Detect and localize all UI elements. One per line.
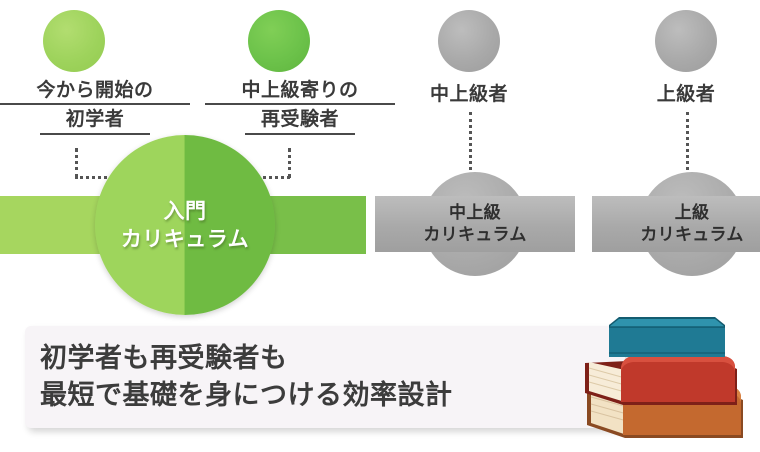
intro-curriculum-label: 入門 カリキュラム	[95, 135, 275, 315]
advanced-curriculum-node: 上級 カリキュラム	[592, 172, 760, 276]
persona-dot-upper-intermediate	[438, 10, 500, 72]
persona-dot-advanced	[655, 10, 717, 72]
upper-intermediate-curriculum-bar	[375, 196, 575, 252]
connector-retaker-vertical	[288, 148, 291, 178]
persona-label-upper-intermediate: 中上級者	[399, 82, 539, 106]
persona-label-beginner-line2: 初学者	[40, 107, 150, 135]
book-top	[609, 317, 725, 357]
persona-label-retaker-line2: 再受験者	[245, 107, 355, 135]
caption-panel	[25, 326, 625, 428]
persona-label-retaker-line1: 中上級寄りの	[205, 78, 395, 106]
persona-dot-retaker	[248, 10, 310, 72]
upper-intermediate-curriculum-line1: 中上級	[449, 202, 501, 223]
caption-text: 初学者も再受験者も 最短で基礎を身につける効率設計	[40, 340, 453, 415]
persona-label-beginner: 今から開始の 初学者	[0, 78, 190, 135]
advanced-curriculum-label: 上級 カリキュラム	[592, 196, 760, 252]
advanced-curriculum-bar	[592, 196, 760, 252]
upper-intermediate-curriculum-label: 中上級 カリキュラム	[375, 196, 575, 252]
intro-curriculum-line2: カリキュラム	[120, 227, 250, 251]
persona-label-upper-intermediate-line1: 中上級者	[429, 83, 508, 105]
caption-line-2: 最短で基礎を身につける効率設計	[40, 380, 453, 412]
connector-retaker-horizontal	[252, 176, 290, 179]
persona-label-beginner-line1: 今から開始の	[0, 78, 190, 106]
intro-curriculum-circle	[95, 135, 275, 315]
book-middle	[585, 356, 737, 405]
advanced-curriculum-line2: カリキュラム	[640, 225, 744, 245]
persona-label-advanced: 上級者	[616, 82, 756, 106]
connector-beginner-horizontal	[75, 176, 113, 179]
book-stack-illustration	[565, 305, 755, 445]
caption-line-1: 初学者も再受験者も	[40, 343, 288, 374]
connector-advanced-vertical	[686, 112, 689, 170]
persona-dot-beginner	[43, 10, 105, 72]
upper-intermediate-curriculum-node: 中上級 カリキュラム	[375, 172, 575, 276]
connector-beginner-vertical	[75, 148, 78, 178]
persona-label-advanced-line1: 上級者	[656, 83, 716, 105]
persona-label-retaker: 中上級寄りの 再受験者	[205, 78, 395, 135]
advanced-curriculum-line1: 上級	[674, 202, 710, 223]
connector-upper-intermediate-vertical	[469, 112, 472, 170]
intro-curriculum-line1: 入門	[163, 198, 207, 223]
upper-intermediate-curriculum-line2: カリキュラム	[423, 225, 527, 245]
